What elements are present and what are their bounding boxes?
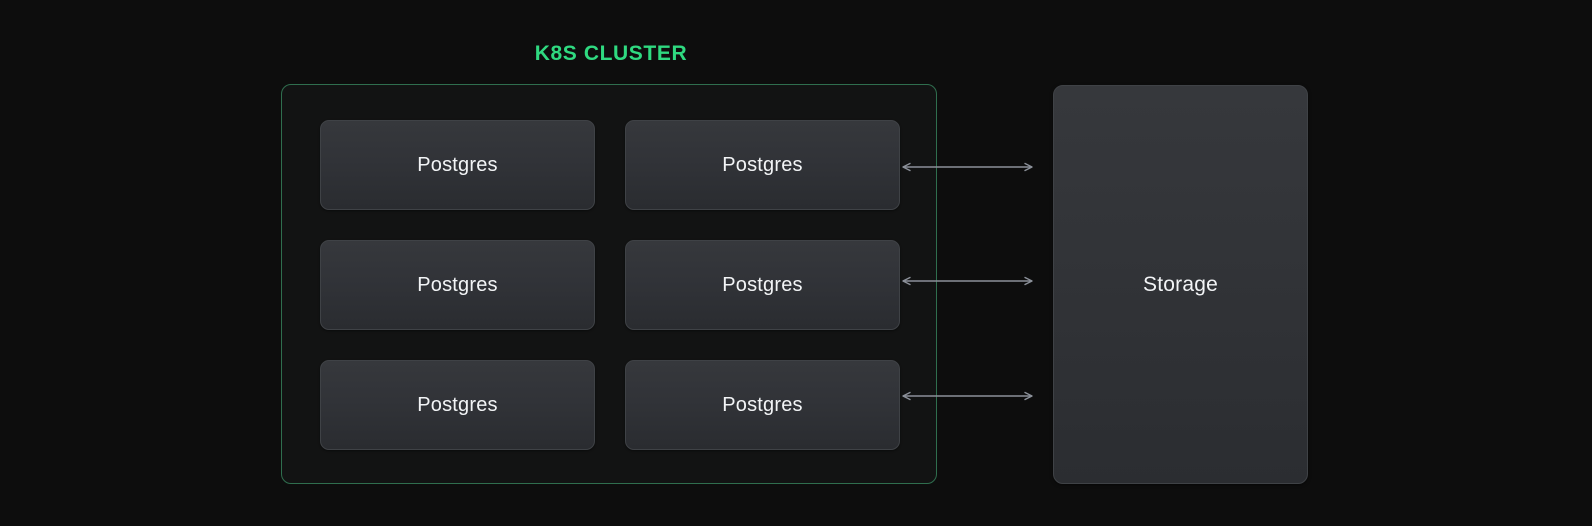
postgres-pod-3[interactable]: Postgres [320,240,595,330]
storage-node[interactable]: Storage [1053,85,1308,484]
pods-grid: Postgres Postgres Postgres Postgres Post… [320,120,900,450]
k8s-cluster-container: Postgres Postgres Postgres Postgres Post… [281,84,937,484]
pod-row-2: Postgres Postgres [320,240,900,330]
postgres-pod-4[interactable]: Postgres [625,240,900,330]
cluster-title: K8S CLUSTER [534,42,688,65]
pod-row-1: Postgres Postgres [320,120,900,210]
postgres-pod-2[interactable]: Postgres [625,120,900,210]
pod-row-3: Postgres Postgres [320,360,900,450]
postgres-pod-5[interactable]: Postgres [320,360,595,450]
postgres-pod-1[interactable]: Postgres [320,120,595,210]
storage-label: Storage [1143,272,1218,296]
postgres-pod-6[interactable]: Postgres [625,360,900,450]
